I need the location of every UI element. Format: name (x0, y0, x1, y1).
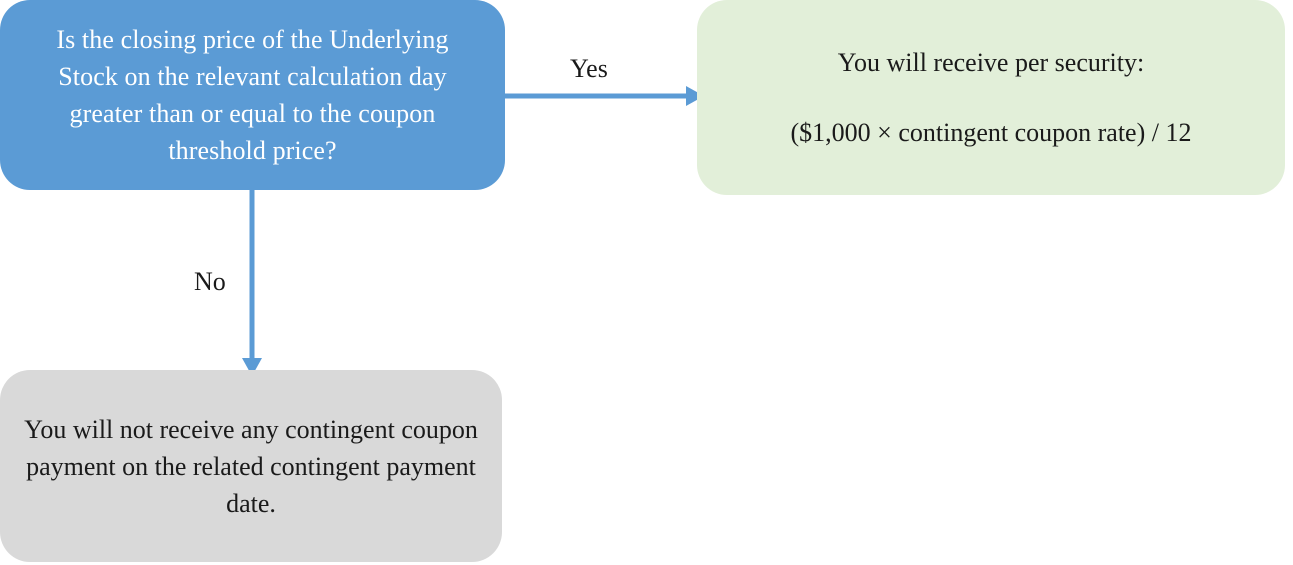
outcome-no-coupon-text: You will not receive any contingent coup… (24, 414, 478, 518)
decision-node-closing-price[interactable]: Is the closing price of the Underlying S… (0, 0, 505, 190)
outcome-receive-heading: You will receive per security: (837, 47, 1145, 77)
outcome-node-receive-coupon[interactable]: You will receive per security: ($1,000 ×… (697, 0, 1285, 195)
yes-arrow-connector (503, 86, 704, 106)
decision-node-text: Is the closing price of the Underlying S… (56, 25, 449, 165)
no-arrow-connector (242, 185, 262, 376)
outcome-node-no-coupon[interactable]: You will not receive any contingent coup… (0, 370, 502, 562)
edge-label-no: No (194, 267, 226, 296)
edge-label-yes: Yes (570, 54, 608, 83)
outcome-receive-formula: ($1,000 × contingent coupon rate) / 12 (790, 117, 1192, 147)
